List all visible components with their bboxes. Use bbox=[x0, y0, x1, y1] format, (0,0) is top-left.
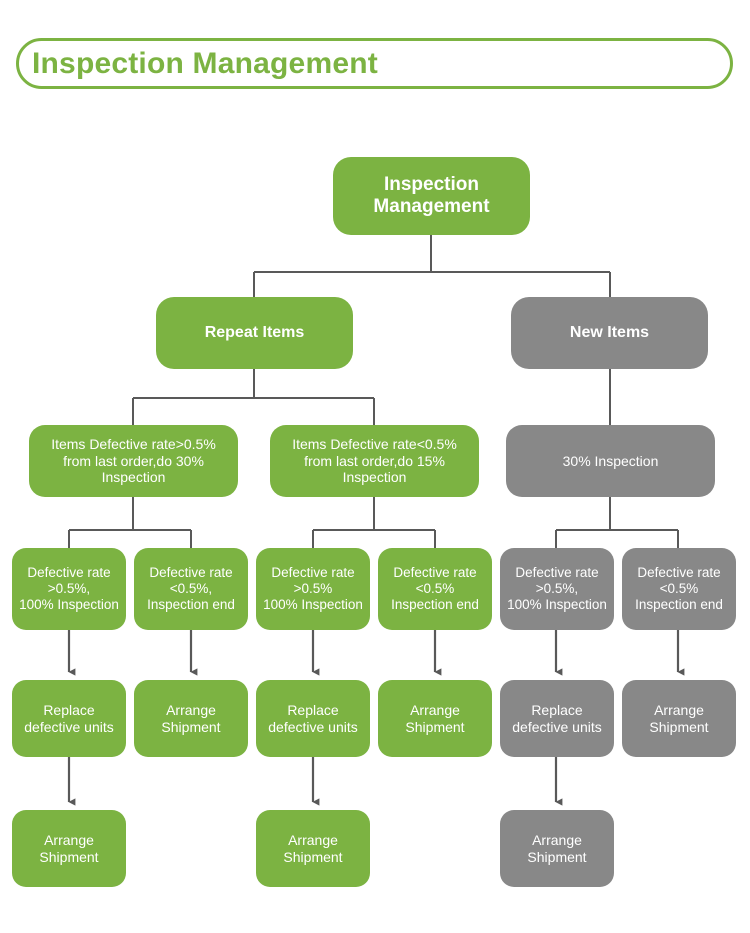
node-e3-arrange-shipment[interactable]: Arrange Shipment bbox=[256, 810, 370, 887]
node-e5-arrange-shipment[interactable]: Arrange Shipment bbox=[500, 810, 614, 887]
node-c4-defective-rate-low[interactable]: Defective rate <0.5% Inspection end bbox=[378, 548, 492, 630]
node-c2-defective-rate-low[interactable]: Defective rate <0.5%, Inspection end bbox=[134, 548, 248, 630]
node-d6-arrange-shipment[interactable]: Arrange Shipment bbox=[622, 680, 736, 757]
node-d2-arrange-shipment[interactable]: Arrange Shipment bbox=[134, 680, 248, 757]
node-d1-replace-defective-units[interactable]: Replace defective units bbox=[12, 680, 126, 757]
node-c3-defective-rate-high[interactable]: Defective rate >0.5% 100% Inspection bbox=[256, 548, 370, 630]
node-repeat-high-defect-rate[interactable]: Items Defective rate>0.5% from last orde… bbox=[29, 425, 238, 497]
node-d5-replace-defective-units[interactable]: Replace defective units bbox=[500, 680, 614, 757]
node-new-items[interactable]: New Items bbox=[511, 297, 708, 369]
node-repeat-low-defect-rate[interactable]: Items Defective rate<0.5% from last orde… bbox=[270, 425, 479, 497]
node-e1-arrange-shipment[interactable]: Arrange Shipment bbox=[12, 810, 126, 887]
node-repeat-items[interactable]: Repeat Items bbox=[156, 297, 353, 369]
node-c6-defective-rate-low[interactable]: Defective rate <0.5% Inspection end bbox=[622, 548, 736, 630]
node-new-30-inspection[interactable]: 30% Inspection bbox=[506, 425, 715, 497]
node-inspection-management[interactable]: Inspection Management bbox=[333, 157, 530, 235]
page-header-frame bbox=[16, 38, 733, 89]
node-c5-defective-rate-high[interactable]: Defective rate >0.5%, 100% Inspection bbox=[500, 548, 614, 630]
node-c1-defective-rate-high[interactable]: Defective rate >0.5%, 100% Inspection bbox=[12, 548, 126, 630]
node-d3-replace-defective-units[interactable]: Replace defective units bbox=[256, 680, 370, 757]
node-d4-arrange-shipment[interactable]: Arrange Shipment bbox=[378, 680, 492, 757]
page-title: Inspection Management bbox=[32, 47, 378, 80]
